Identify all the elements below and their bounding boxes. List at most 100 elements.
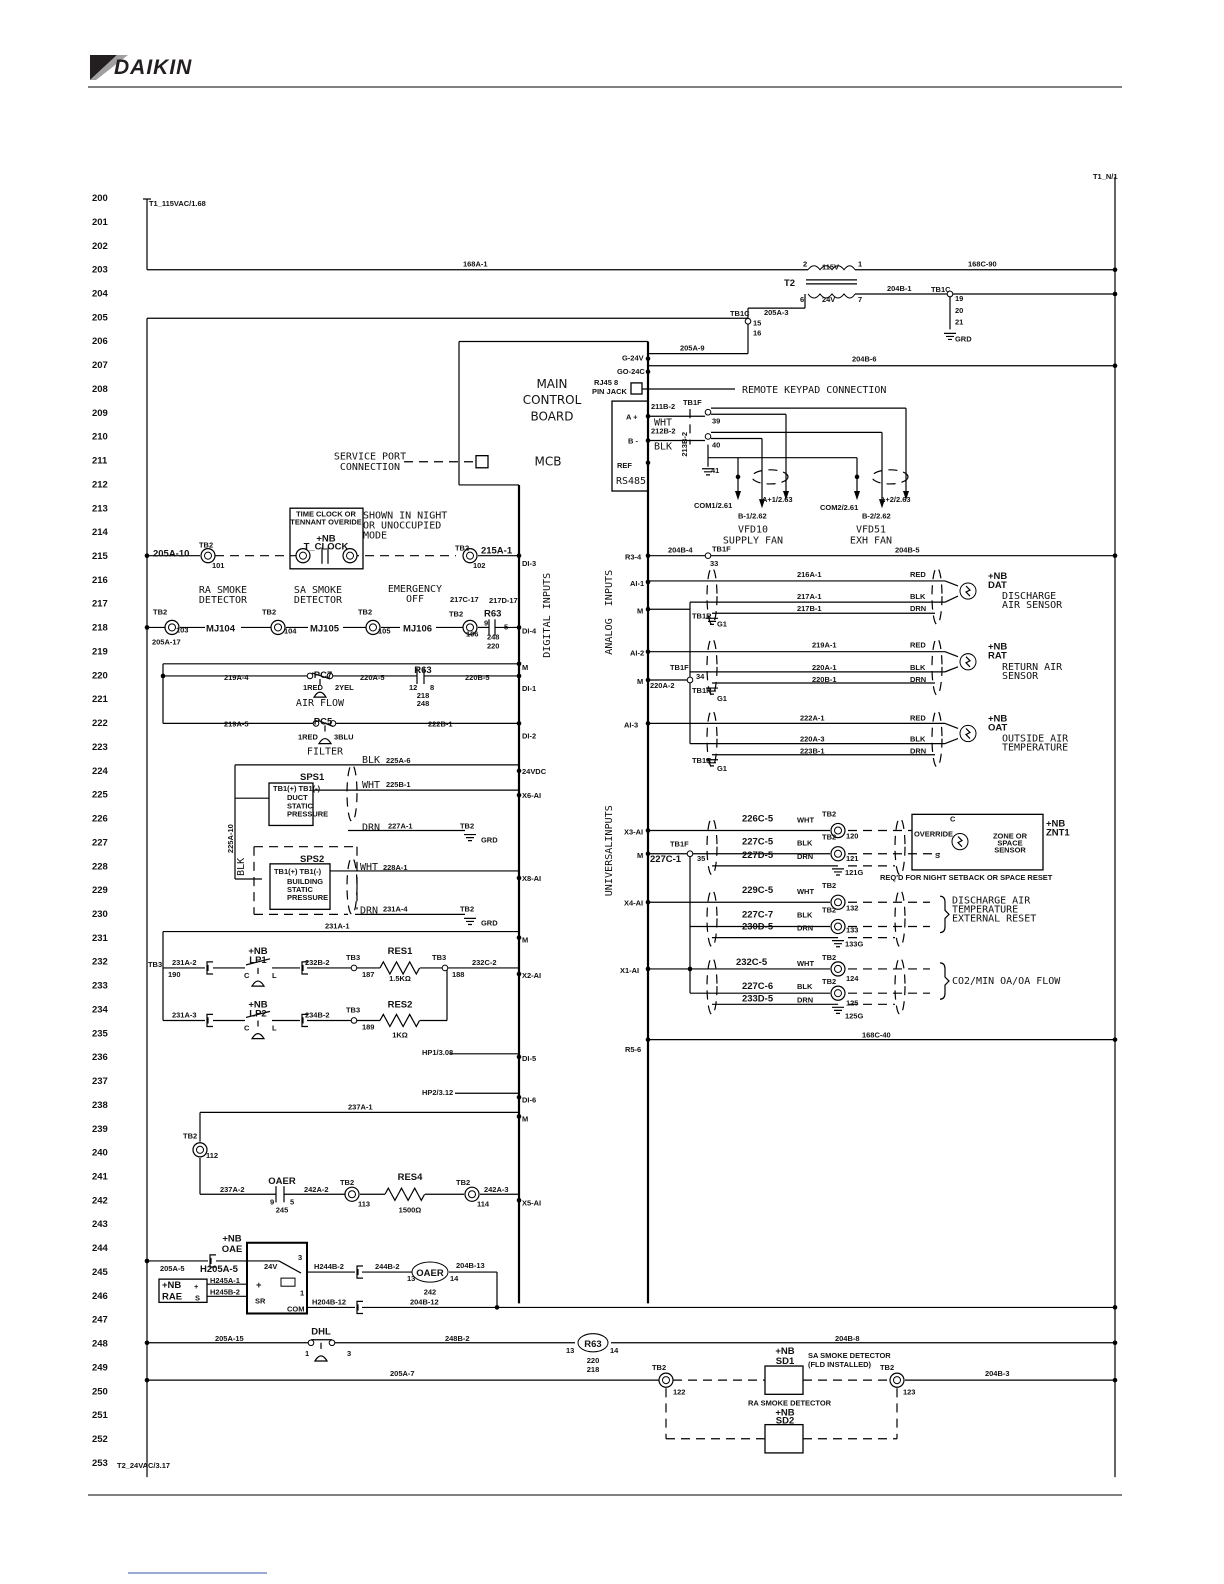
label-dat_ext3: EXTERNAL RESET <box>952 913 1036 924</box>
label-tb1pm2: TB1(+) TB1(-) <box>274 867 322 876</box>
label-blu5: 3BLU <box>334 733 354 742</box>
label-w205A9: 205A-9 <box>680 344 705 353</box>
junction-dot <box>1112 1340 1118 1346</box>
label-connection: CONNECTION <box>340 462 400 473</box>
row-number: 230 <box>92 909 108 920</box>
label-w227C6: 227C-6 <box>742 981 773 992</box>
junction-dot <box>516 625 522 630</box>
junction-dot <box>516 661 522 667</box>
label-w220A1: 220A-1 <box>812 663 837 672</box>
label-rj45: RJ45 8 <box>594 378 618 387</box>
label-tb3_190: TB3 <box>148 960 162 969</box>
terminal-icon <box>164 619 180 636</box>
label-zs: S <box>935 851 940 860</box>
row-number: 241 <box>92 1171 109 1182</box>
label-ohm1k: 1KΩ <box>392 1031 408 1040</box>
label-tb1f_35: TB1F <box>670 840 689 849</box>
label-blk5: BLK <box>797 910 813 919</box>
row-number: 231 <box>92 933 109 944</box>
label-x3ai: X3-AI <box>624 828 643 837</box>
label-red3: RED <box>910 713 926 722</box>
row-number: 242 <box>92 1195 108 1206</box>
label-dat_ext2: TEMPERATURE <box>952 904 1018 915</box>
ground-icon <box>832 1006 844 1014</box>
label-w226C5: 226C-5 <box>742 813 774 824</box>
label-n21: 21 <box>955 317 963 326</box>
brace <box>939 962 950 1000</box>
label-wH245A1: H245A-1 <box>210 1276 240 1285</box>
junction-dot <box>516 721 522 726</box>
label-ohm15k: 1.5KΩ <box>389 974 411 983</box>
junction-dot <box>645 606 651 612</box>
label-mcb: MCB <box>535 455 562 469</box>
label-w205A10: 205A-10 <box>153 549 189 560</box>
label-n121g: 121G <box>845 868 863 877</box>
label-n14a: 14 <box>450 1274 459 1283</box>
terminal-icon <box>466 623 474 632</box>
label-w204B12: 204B-12 <box>410 1297 439 1306</box>
label-dat: DAT <box>988 580 1007 591</box>
terminal-icon <box>834 849 842 858</box>
pressure-switch-icon <box>250 967 266 987</box>
label-shown1: SHOWN IN NIGHT <box>363 510 447 521</box>
terminal-icon <box>662 1376 670 1385</box>
terminal-icon <box>270 619 286 636</box>
label-n16: 16 <box>753 328 761 337</box>
label-t1_n: T1_N/1 <box>1093 172 1118 181</box>
row-number: 246 <box>92 1291 108 1302</box>
label-go24c: GO-24C <box>617 367 645 376</box>
label-vfd10: VFD10 <box>738 524 768 535</box>
label-drn2: DRN <box>910 675 926 684</box>
junction-dot <box>1112 1037 1118 1042</box>
label-w230D5: 230D-5 <box>742 921 774 932</box>
label-w205A17: 205A-17 <box>152 638 181 647</box>
label-tb1r1: TB1R <box>692 611 712 620</box>
terminal-icon <box>893 1376 901 1385</box>
label-tb2_132: TB2 <box>822 881 836 890</box>
label-g1c: G1 <box>717 764 727 773</box>
label-dhl1: 1 <box>305 1349 309 1358</box>
label-x8ai: X8-AI <box>522 874 541 883</box>
label-c1: C <box>244 971 250 980</box>
label-w242A3: 242A-3 <box>484 1185 509 1194</box>
label-n39: 39 <box>712 416 720 425</box>
terminal-icon <box>830 822 846 839</box>
terminal-icon <box>834 989 842 998</box>
ground-icon <box>944 332 956 341</box>
label-w219A1: 219A-1 <box>812 641 837 650</box>
label-rae_plus: + <box>194 1282 199 1291</box>
label-lp2: LP2 <box>249 1008 266 1019</box>
switch-blade-icon <box>245 958 271 966</box>
label-digital: DIGITAL <box>542 615 553 658</box>
label-n9a: 9 <box>484 618 488 627</box>
row-number: 222 <box>92 718 108 729</box>
label-n105: 105 <box>378 626 390 635</box>
daikin-logo: DAIKIN <box>90 55 191 80</box>
label-vfd51: VFD51 <box>856 524 886 535</box>
label-n218b: 218 <box>417 691 429 700</box>
label-n19: 19 <box>955 294 963 303</box>
label-shown3: MODE <box>363 530 387 541</box>
terminal-icon <box>462 619 478 636</box>
oaer-relay-coil <box>411 1261 449 1283</box>
label-n5a: 5 <box>504 622 508 631</box>
label-w227A1: 227A-1 <box>388 821 413 830</box>
row-number: 237 <box>92 1076 108 1087</box>
row-number: 228 <box>92 861 108 872</box>
label-m1: M <box>522 663 528 672</box>
label-oat1: OUTSIDE AIR <box>1002 734 1069 745</box>
junction-dot <box>160 673 166 679</box>
junction-dot <box>645 899 651 905</box>
label-n125: 125 <box>846 998 858 1007</box>
thermistor-icon <box>951 833 969 851</box>
junction-dot <box>1112 1305 1118 1310</box>
label-pc7: PC7 <box>314 670 332 681</box>
label-sps2: SPS2 <box>300 854 324 865</box>
label-com: COM <box>287 1304 304 1313</box>
label-oaer2: OAER <box>416 1268 444 1279</box>
terminal-icon <box>834 826 842 835</box>
row-number: 216 <box>92 575 108 586</box>
label-w232B2: 232B-2 <box>305 958 330 967</box>
label-ra_smoke2: DETECTOR <box>199 595 248 606</box>
label-sr: SR <box>255 1296 266 1305</box>
